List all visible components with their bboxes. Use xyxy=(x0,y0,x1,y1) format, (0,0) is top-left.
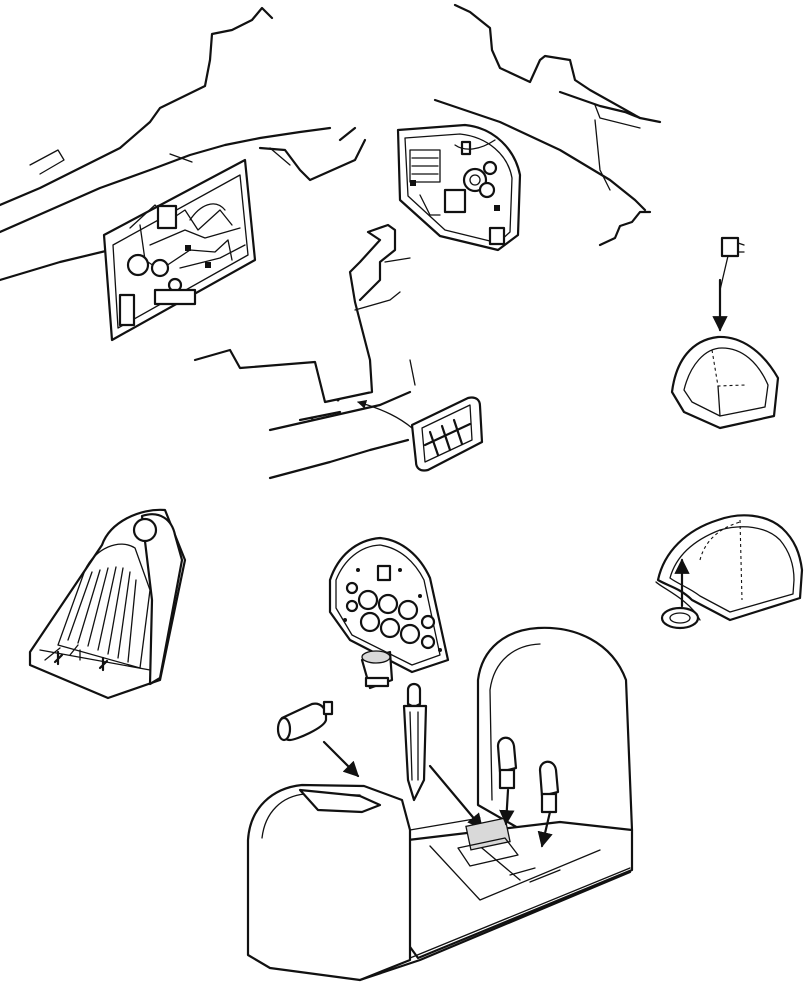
hook-arrow-right xyxy=(537,810,553,848)
vent-grille xyxy=(410,396,484,472)
control-stick xyxy=(402,682,428,802)
windscreen-part xyxy=(670,236,780,430)
bottle-part xyxy=(276,700,334,742)
left-cockpit-side-panel xyxy=(102,158,257,342)
grille-arrow xyxy=(357,399,413,429)
pilot-seat xyxy=(28,508,187,700)
instrument-panel xyxy=(328,536,450,690)
cockpit-tub xyxy=(246,626,634,982)
hook-arrow-left xyxy=(499,788,515,826)
bottle-arrow xyxy=(322,740,360,778)
canopy-part xyxy=(655,514,804,630)
stick-arrow xyxy=(428,764,484,830)
fuselage-section xyxy=(0,3,662,282)
right-cockpit-side-panel xyxy=(396,123,522,252)
lower-fuselage-contour xyxy=(193,223,416,480)
